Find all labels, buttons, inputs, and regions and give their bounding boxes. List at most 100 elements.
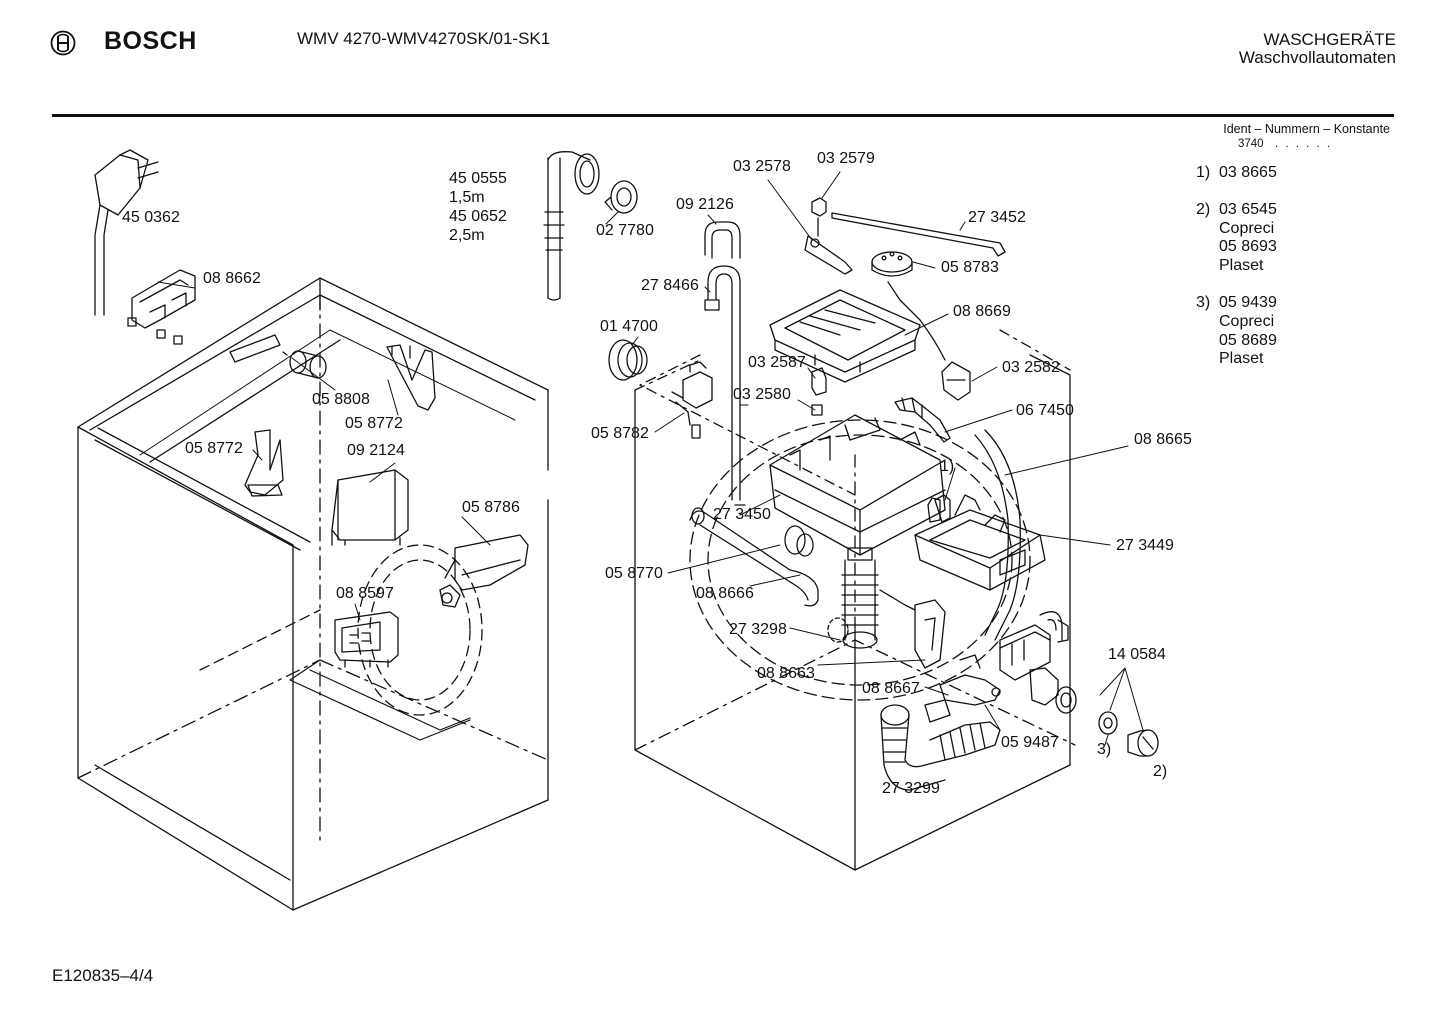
part-label: 08 8665	[1134, 431, 1192, 448]
hose-connector	[941, 361, 971, 401]
part-label: 08 8663	[757, 665, 815, 682]
part-label: 2,5m	[449, 227, 485, 244]
part-label: 03 2580	[733, 386, 791, 403]
part-label: 27 3298	[729, 621, 787, 638]
part-label: 08 8662	[203, 270, 261, 287]
part-label: 05 8772	[185, 440, 243, 457]
drain-elbow-bellows	[880, 704, 946, 791]
part-label: 1,5m	[449, 189, 485, 206]
part-label: 45 0652	[449, 208, 507, 225]
leader-lines	[157, 171, 1144, 746]
bosch-armature-logo-icon	[50, 30, 76, 56]
cover-plate	[331, 469, 409, 546]
screw-plug	[1127, 729, 1159, 757]
ident-label: Ident – Nummern – Konstante	[1223, 122, 1390, 136]
part-label: 06 7450	[1016, 402, 1074, 419]
footnote-mark: 2)	[1196, 200, 1211, 218]
interference-suppressor	[282, 350, 327, 379]
bracket-left	[244, 429, 284, 497]
part-label: 08 8667	[862, 680, 920, 697]
siphon-pipe	[974, 429, 1021, 641]
inlet-hose-bend	[704, 221, 741, 259]
footnote-line: Copreci	[1219, 219, 1275, 237]
bracket-right	[386, 344, 436, 411]
left-cabinet-housing	[77, 277, 549, 911]
ident-dots: . . . . . .	[1275, 138, 1333, 150]
drawing-id: E120835–4/4	[52, 966, 154, 985]
part-label: 02 7780	[596, 222, 654, 239]
product-subcategory: Waschvollautomaten	[1238, 48, 1396, 67]
part-label: 08 8597	[336, 585, 394, 602]
footnote-list: 1)03 8665 2) 03 6545 Copreci 05 8693 Plas…	[1196, 164, 1277, 387]
footnote-mark: 3)	[1196, 293, 1211, 311]
footnote-line: 05 8693	[1219, 238, 1277, 256]
part-label: 08 8669	[953, 303, 1011, 320]
clip-pair	[927, 494, 951, 523]
footnote-line: 05 8689	[1219, 331, 1277, 349]
product-category: WASCHGERÄTE	[1263, 30, 1396, 49]
part-label: 27 3452	[968, 209, 1026, 226]
part-label: 03 2582	[1002, 359, 1060, 376]
footnote-line: Copreci	[1219, 312, 1275, 330]
inlet-valve-assembly	[999, 611, 1077, 714]
sealing-washer	[1098, 711, 1118, 735]
part-label: 09 2124	[347, 442, 405, 459]
hose-clamp	[879, 589, 946, 669]
part-label: 05 8772	[345, 415, 403, 432]
footnote-1: 1)03 8665	[1196, 164, 1277, 183]
footnote-mark: 1)	[1196, 164, 1211, 181]
part-label: 05 8786	[462, 499, 520, 516]
control-module	[334, 611, 399, 668]
part-label: 27 3449	[1116, 537, 1174, 554]
inlet-hose-long	[704, 265, 746, 506]
part-label: 14 0584	[1108, 646, 1166, 663]
dispenser-lid	[769, 289, 921, 383]
footnote-ref-3: 3)	[1097, 741, 1112, 758]
part-label: 03 2579	[817, 150, 875, 167]
bellows-seal	[608, 339, 648, 381]
door-lock	[439, 534, 529, 608]
part-label: 45 0555	[449, 170, 507, 187]
footnote-ref-2: 2)	[1153, 763, 1168, 780]
ident-value: 3740	[1238, 138, 1264, 150]
part-label: 08 8666	[696, 585, 754, 602]
part-label: 05 8782	[591, 425, 649, 442]
footnote-line: 03 6545	[1219, 200, 1277, 218]
part-label: 09 2126	[676, 196, 734, 213]
footnote-line: Plaset	[1219, 350, 1264, 368]
part-label: 05 8783	[941, 259, 999, 276]
part-label: 45 0362	[122, 209, 180, 226]
connecting-hose	[894, 397, 951, 443]
pressure-switch	[871, 251, 946, 361]
model-number: WMV 4270-WMV4270SK/01-SK1	[297, 29, 551, 48]
part-label: 03 2587	[748, 354, 806, 371]
solenoid-valve	[671, 361, 713, 439]
drain-connector-hose	[689, 507, 819, 607]
footnote-line: Plaset	[1219, 257, 1264, 275]
drain-pump-hose	[929, 721, 1001, 761]
drain-hose	[543, 151, 600, 301]
power-cord-plug	[94, 149, 159, 316]
footnote-3: 3) 05 9439 Copreci 05 8689 Plaset	[1196, 294, 1277, 369]
nozzle-fitting	[811, 367, 827, 416]
part-label: 05 9487	[1001, 734, 1059, 751]
detergent-drawer	[914, 494, 1046, 591]
drain-bellows	[827, 559, 879, 649]
part-label: 05 8808	[312, 391, 370, 408]
part-label: 27 3299	[882, 780, 940, 797]
brand-name: BOSCH	[104, 27, 197, 55]
hose-clip	[604, 180, 638, 214]
footnote-ref-1: 1)	[940, 458, 955, 475]
header-rule	[52, 114, 1394, 117]
footnote-2: 2) 03 6545 Copreci 05 8693 Plaset	[1196, 201, 1277, 276]
dispenser-housing	[769, 414, 946, 561]
part-label: 03 2578	[733, 158, 791, 175]
right-cabinet-housing	[634, 329, 1076, 871]
footnote-line: 05 9439	[1219, 293, 1277, 311]
strut-rod	[831, 212, 1006, 257]
part-label: 05 8770	[605, 565, 663, 582]
part-label: 27 8466	[641, 277, 699, 294]
bolt-and-nut	[804, 197, 853, 275]
cord-clamp	[127, 269, 196, 345]
